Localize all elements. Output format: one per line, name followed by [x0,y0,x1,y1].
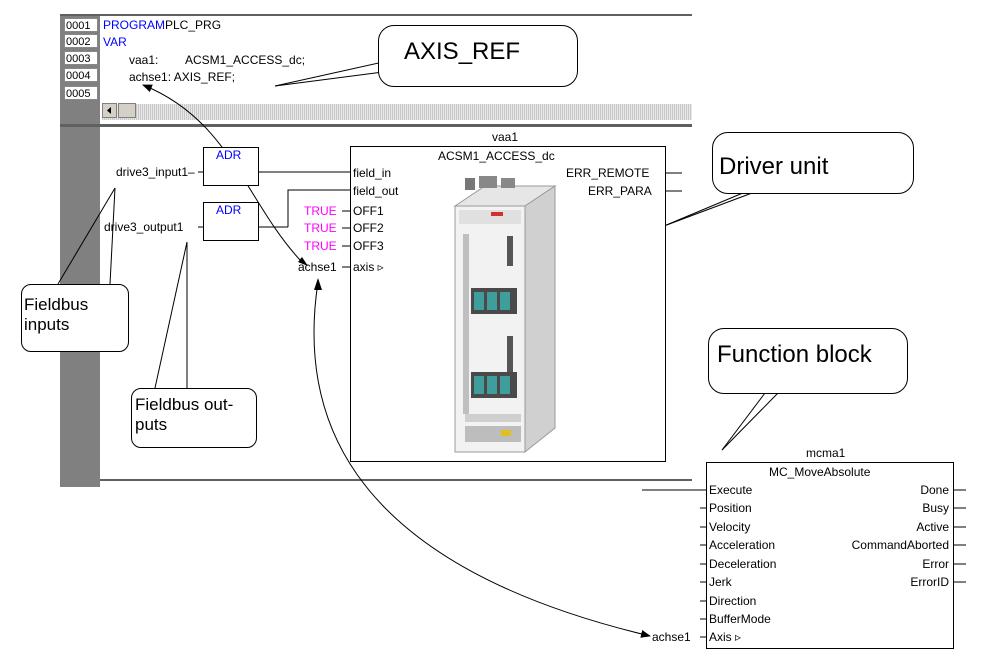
true-constant-1[interactable]: TRUE [304,204,337,218]
mc-input-pin: Velocity [709,520,751,534]
mc-output-pin: CommandAborted [851,538,949,552]
line-number: 0001 [64,18,98,32]
mc-output-pin: Active [916,520,949,534]
mc-move-absolute-block[interactable] [706,462,954,649]
fb-output-pin: ERR_REMOTE [566,166,650,180]
mc-input-pin: Execute [709,483,753,497]
fb-instance-name: vaa1 [492,130,519,144]
adr-block-2-label: ADR [216,203,242,217]
mc-input-pin: Jerk [709,575,732,589]
callout-driver-unit [712,132,914,194]
mc-input-pin: Deceleration [709,557,777,571]
scroll-left-button[interactable] [102,103,117,118]
mc-input-pin: Axis ▹ [709,630,742,644]
network-bottom-border [100,479,692,481]
line-number: 0003 [64,51,98,65]
mc-instance-name: mcma1 [806,446,846,460]
adr-block-2[interactable] [203,202,259,241]
output-variable[interactable]: drive3_output1 [104,220,184,234]
callout-axis-ref-text: AXIS_REF [404,38,521,65]
adr-block-1-label: ADR [216,148,242,162]
code-keyword-program: PROGRAM [103,18,166,32]
mc-input-pin: Acceleration [709,538,776,552]
line-number: 0002 [64,34,98,48]
editor-top-border [60,14,692,16]
mc-output-pin: Busy [922,501,949,515]
callout-axis-ref [378,25,578,87]
mc-input-pin: Direction [709,594,757,608]
true-constant-3[interactable]: TRUE [304,239,337,253]
adr-block-1[interactable] [203,147,259,186]
arrow-left-icon [107,107,111,114]
fb-input-pin: OFF1 [353,204,384,218]
mc-output-pin: Done [920,483,949,497]
code-keyword-var: VAR [103,35,127,49]
callout-function-block [708,328,908,394]
callout-function-block-text: Function block [717,341,872,368]
fb-type-name: ACSM1_ACCESS_dc [438,149,555,163]
section-divider [60,124,692,127]
horizontal-scrollbar[interactable] [102,103,692,120]
callout-fieldbus-outputs-text: Fieldbus out-puts [135,395,234,434]
mc-input-pin: Position [709,501,752,515]
true-constant-2[interactable]: TRUE [304,221,337,235]
fb-input-pin: field_in [353,166,392,180]
wire-dash: – [188,165,195,179]
line-number: 0005 [64,86,98,100]
mc-input-pin: BufferMode [709,612,771,626]
input-variable[interactable]: drive3_input1 [116,165,189,179]
fb-input-pin: axis ▹ [353,260,384,274]
mc-output-pin: ErrorID [910,575,949,589]
mc-output-pin: Error [922,557,949,571]
mc-type-name: MC_MoveAbsolute [769,465,871,479]
drive-unit-image [453,176,557,454]
mc-axis-variable[interactable]: achse1 [652,630,691,644]
fb-input-pin: OFF3 [353,239,384,253]
code-var-type: ACSM1_ACCESS_dc; [185,53,306,67]
fb-output-pin: ERR_PARA [588,184,652,198]
callout-fieldbus-inputs [21,284,129,352]
fb-input-pin: field_out [353,184,399,198]
fb-input-pin: OFF2 [353,221,384,235]
scroll-thumb[interactable] [118,103,136,118]
line-number: 0004 [64,68,98,82]
code-program-name: PLC_PRG [165,18,222,32]
callout-fieldbus-outputs [131,388,257,448]
bottom-gutter [60,481,100,487]
callout-fieldbus-inputs-text: Fieldbus inputs [24,295,89,334]
callout-driver-unit-text: Driver unit [719,153,829,180]
code-var-name: vaa1: [129,53,159,67]
axis-variable[interactable]: achse1 [298,260,337,274]
code-axis-decl: achse1: AXIS_REF; [129,70,236,84]
